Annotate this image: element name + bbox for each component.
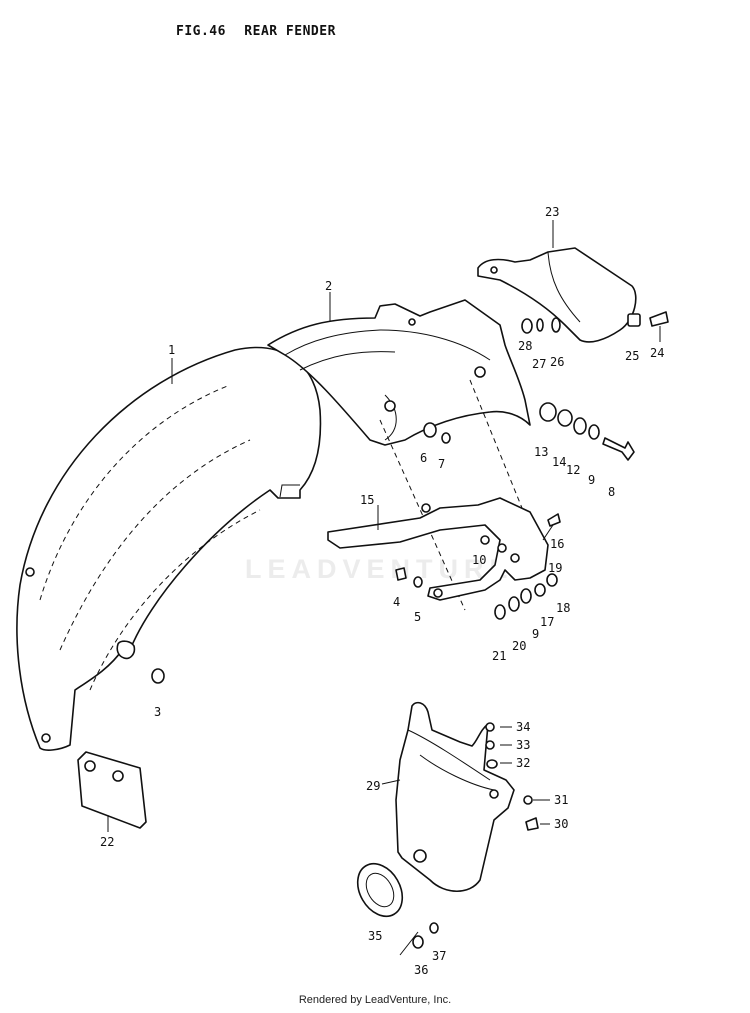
footer-credit: Rendered by LeadVenture, Inc.: [298, 994, 452, 1006]
callout-1: 1: [168, 343, 175, 357]
callout-18: 18: [556, 601, 570, 615]
figure-name: REAR FENDER: [244, 24, 336, 39]
callout-2: 2: [325, 279, 332, 293]
callout-3: 3: [154, 705, 161, 719]
callout-labels: 1 2 3 4 5 6 7 8 9 9 10 12 13 14 15 16 17…: [100, 205, 664, 977]
figure-title: FIG.46 REAR FENDER: [176, 24, 346, 39]
callout-24: 24: [650, 346, 664, 360]
callout-25: 25: [625, 349, 639, 363]
part-reflector-plate: [77, 751, 147, 829]
hardware-bolt-stack: [539, 402, 635, 461]
callout-4: 4: [393, 595, 400, 609]
callout-5: 5: [414, 610, 421, 624]
callout-32: 32: [516, 756, 530, 770]
callout-26: 26: [550, 355, 564, 369]
callout-7: 7: [438, 457, 445, 471]
figure-number: FIG.46: [176, 24, 226, 39]
callout-9a: 9: [588, 473, 595, 487]
callout-20: 20: [512, 639, 526, 653]
callout-15: 15: [360, 493, 374, 507]
part-bracket: [327, 497, 549, 601]
callout-8: 8: [608, 485, 615, 499]
callout-28: 28: [518, 339, 532, 353]
callout-17: 17: [540, 615, 554, 629]
callout-37: 37: [432, 949, 446, 963]
callout-31: 31: [554, 793, 568, 807]
callout-33: 33: [516, 738, 530, 752]
part-rear-flap-cover: [477, 247, 637, 343]
hardware-24-28: [521, 311, 669, 342]
hardware-30-37: [399, 722, 539, 956]
callout-16: 16: [550, 537, 564, 551]
callout-19: 19: [548, 561, 562, 575]
callout-22: 22: [100, 835, 114, 849]
watermark: LEADVENTURE: [245, 554, 514, 584]
callout-27: 27: [532, 357, 546, 371]
callout-30: 30: [554, 817, 568, 831]
callout-23: 23: [545, 205, 559, 219]
hardware-6-7: [423, 422, 451, 444]
part-rear-fender: [16, 346, 322, 751]
callout-35: 35: [368, 929, 382, 943]
callout-29: 29: [366, 779, 380, 793]
leader-lines: [107, 220, 554, 832]
part-inner-fender: [267, 299, 531, 446]
callout-6: 6: [420, 451, 427, 465]
part-license-lamp: [356, 849, 427, 918]
callout-21: 21: [492, 649, 506, 663]
callout-13: 13: [534, 445, 548, 459]
part-license-holder: [395, 701, 515, 892]
hardware-16-21: [151, 513, 561, 684]
callout-36: 36: [414, 963, 428, 977]
callout-34: 34: [516, 720, 530, 734]
callout-10: 10: [472, 553, 486, 567]
callout-12: 12: [566, 463, 580, 477]
callout-14: 14: [552, 455, 566, 469]
callout-9b: 9: [532, 627, 539, 641]
